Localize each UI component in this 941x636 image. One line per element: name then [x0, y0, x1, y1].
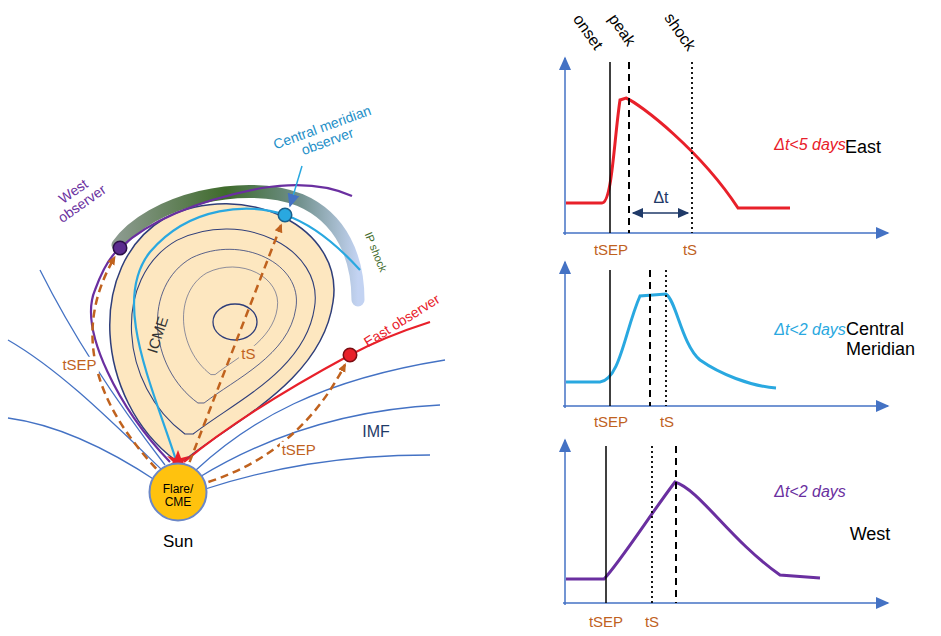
ip-shock-band — [118, 191, 358, 300]
observer-leader — [290, 166, 302, 206]
plot-label: East — [845, 138, 881, 158]
node-circle — [113, 241, 127, 255]
central-field-line — [134, 209, 360, 460]
west-plot — [563, 440, 888, 605]
node-outline — [342, 347, 358, 363]
sep-path-arrow — [92, 258, 156, 469]
node-label: ICME — [144, 315, 171, 356]
observer-dot: East observer — [342, 347, 358, 363]
east-plot — [563, 58, 888, 235]
observer-dot: Central meridian observer — [277, 207, 293, 223]
central-plot — [563, 262, 888, 408]
plot-label: Δt<2 days — [774, 483, 846, 501]
plot-label: West — [850, 525, 891, 545]
sun-disc: Flare/ CMESun — [148, 462, 208, 522]
plot-label: tSEP — [594, 242, 628, 259]
node-outline — [112, 240, 128, 256]
edge-label: tS — [239, 346, 257, 363]
plot-label: shock — [661, 10, 699, 54]
plot-label: peak — [605, 11, 639, 50]
node-outline — [277, 207, 293, 223]
edge-label: tSEP — [60, 356, 98, 373]
node-heading: West observer — [44, 168, 112, 229]
node-label: Flare/ CME — [153, 483, 203, 509]
node-circle — [343, 348, 357, 362]
sep-path-arrow — [190, 225, 282, 462]
observer-dot: West observer — [112, 240, 128, 256]
plot-label: tS — [660, 414, 674, 431]
edge-label: tSEP — [280, 442, 318, 459]
icme-loops — [131, 229, 315, 434]
node-heading: East observer — [361, 292, 442, 351]
plot-label: tSEP — [589, 614, 623, 631]
plot-label: tS — [683, 242, 697, 259]
plot-label: Δt — [653, 189, 668, 207]
node-circle — [150, 464, 207, 521]
plot-label: IP shock — [363, 230, 390, 273]
plot-label: onset — [570, 11, 607, 53]
icme-region: ICME — [132, 305, 184, 357]
east-field-line — [184, 322, 430, 462]
plot-label: tSEP — [594, 414, 628, 431]
node-circle — [278, 208, 292, 222]
west-field-line — [91, 185, 352, 462]
plot-label: Δt<5 days — [774, 136, 846, 154]
sep-path-arrow — [208, 365, 345, 482]
plot-label: IMF — [362, 423, 390, 441]
plot-label: Δt<2 days — [774, 321, 846, 339]
plot-label: tS — [645, 614, 659, 631]
node-heading: Central meridian observer — [267, 101, 383, 168]
plot-label: Central Meridian — [846, 320, 934, 360]
node-heading: Sun — [163, 533, 193, 552]
